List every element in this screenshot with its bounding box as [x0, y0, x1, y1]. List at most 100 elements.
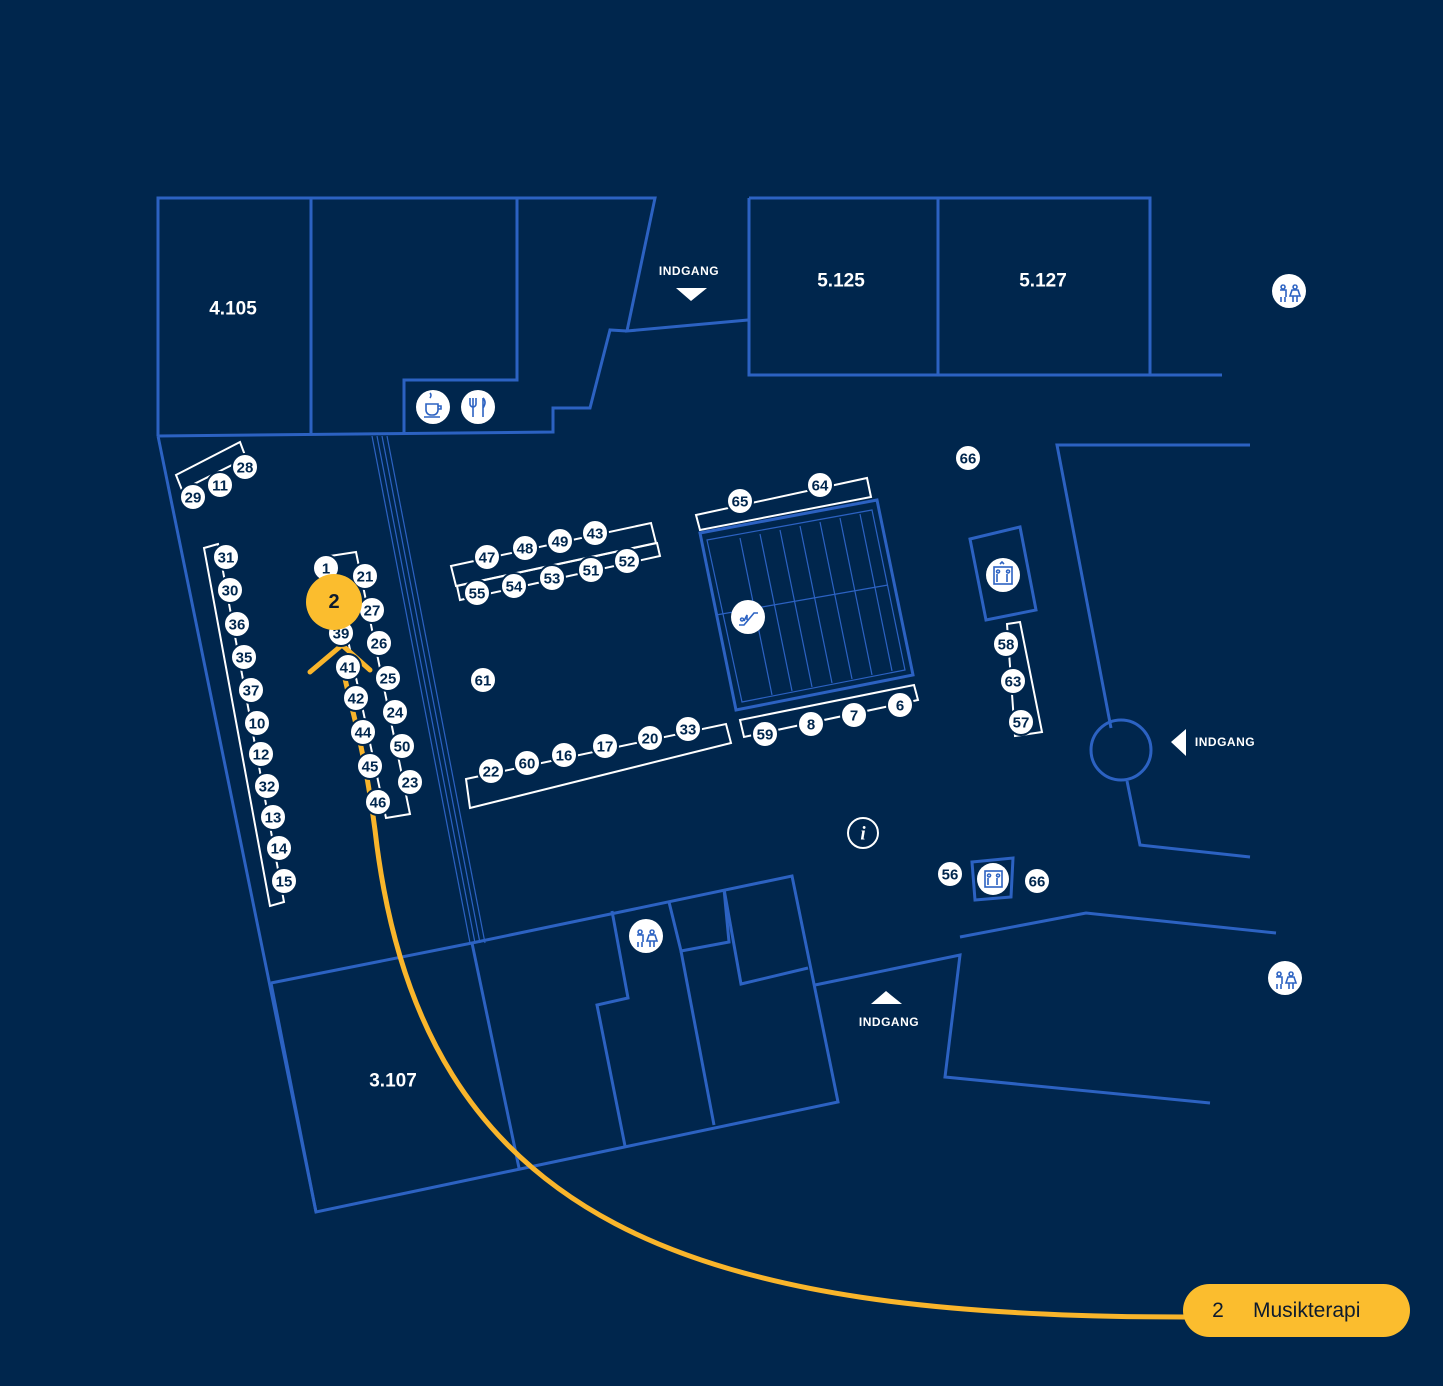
- booth-marker[interactable]: 16: [550, 741, 578, 769]
- stairs: [698, 498, 915, 712]
- booth-marker[interactable]: 12: [247, 740, 275, 768]
- booth-number: 27: [364, 603, 381, 620]
- room-label-5127: 5.127: [1019, 271, 1067, 292]
- booth-marker[interactable]: 36: [223, 610, 251, 638]
- booth-marker[interactable]: 51: [577, 556, 605, 584]
- booth-marker[interactable]: 13: [259, 803, 287, 831]
- elevator-area: [968, 525, 1038, 622]
- entrance-right: INDGANG: [1171, 729, 1255, 756]
- coffee-icon: [416, 390, 450, 424]
- booth-marker[interactable]: 56: [936, 860, 964, 888]
- booth-marker[interactable]: 25: [374, 664, 402, 692]
- room-label-5125: 5.125: [817, 271, 865, 292]
- arrow-up-icon: [871, 991, 902, 1004]
- toilet-icon: [1268, 961, 1302, 995]
- booth-number: 33: [680, 722, 697, 739]
- booth-marker[interactable]: 22: [477, 757, 505, 785]
- booth-marker[interactable]: 33: [674, 715, 702, 743]
- booth-marker[interactable]: 27: [358, 596, 386, 624]
- booth-marker[interactable]: 61: [469, 666, 497, 694]
- booth-marker[interactable]: 66: [954, 444, 982, 472]
- booth-number: 59: [757, 727, 774, 744]
- booth-number: 48: [517, 541, 534, 558]
- booth-marker[interactable]: 55: [463, 579, 491, 607]
- booth-marker[interactable]: 29: [179, 483, 207, 511]
- booth-marker[interactable]: 10: [243, 709, 271, 737]
- booth-marker[interactable]: 63: [999, 667, 1027, 695]
- booth-marker[interactable]: 45: [356, 752, 384, 780]
- booth-marker[interactable]: 66: [1023, 867, 1051, 895]
- route-path: [339, 659, 1188, 1320]
- booth-marker[interactable]: 31: [212, 543, 240, 571]
- svg-text:i: i: [860, 824, 866, 845]
- booth-number: 12: [253, 747, 270, 764]
- booth-number: 41: [340, 660, 357, 677]
- booth-marker[interactable]: 59: [751, 720, 779, 748]
- booth-marker[interactable]: 35: [230, 643, 258, 671]
- booth-marker[interactable]: 57: [1007, 708, 1035, 736]
- booth-marker[interactable]: 24: [381, 698, 409, 726]
- booth-number: 11: [212, 478, 228, 495]
- booth-marker[interactable]: 65: [726, 487, 754, 515]
- booth-marker[interactable]: 54: [500, 572, 528, 600]
- booth-marker[interactable]: 30: [216, 576, 244, 604]
- booth-marker[interactable]: 60: [513, 749, 541, 777]
- corridor-lines: [371, 435, 486, 944]
- booth-marker[interactable]: 32: [253, 772, 281, 800]
- booth-number: 51: [583, 563, 600, 580]
- highlight-marker[interactable]: 2: [306, 574, 362, 630]
- booth-number: 23: [402, 775, 419, 792]
- booth-marker[interactable]: 8: [797, 710, 825, 738]
- highlight-legend[interactable]: 2 Musikterapi: [1183, 1284, 1410, 1337]
- info-icon: i: [847, 817, 879, 849]
- legend-label: Musikterapi: [1253, 1298, 1361, 1322]
- booth-number: 32: [259, 779, 276, 796]
- booth-marker[interactable]: 17: [591, 732, 619, 760]
- booth-marker[interactable]: 7: [840, 701, 868, 729]
- booth-marker[interactable]: 26: [365, 629, 393, 657]
- booth-marker[interactable]: 23: [396, 768, 424, 796]
- booth-marker[interactable]: 49: [546, 527, 574, 555]
- booth-marker[interactable]: 53: [538, 564, 566, 592]
- booth-number: 60: [519, 756, 536, 773]
- booth-number: 24: [387, 705, 404, 722]
- booth-number: 15: [276, 874, 293, 891]
- booth-number: 7: [850, 708, 858, 725]
- booth-marker[interactable]: 41: [334, 653, 362, 681]
- booth-number: 1: [322, 561, 330, 578]
- booth-marker[interactable]: 64: [806, 471, 834, 499]
- booth-marker[interactable]: 20: [636, 724, 664, 752]
- booth-number: 63: [1005, 674, 1022, 691]
- booth-number: 56: [942, 867, 959, 884]
- arrow-down-icon: [676, 288, 707, 301]
- booth-marker[interactable]: 47: [473, 543, 501, 571]
- booth-marker[interactable]: 15: [270, 867, 298, 895]
- arrow-left-icon: [1171, 729, 1186, 756]
- booth-marker[interactable]: 11: [206, 471, 234, 499]
- booth-marker[interactable]: 48: [511, 534, 539, 562]
- booth-number: 17: [597, 739, 614, 756]
- booth-marker[interactable]: 46: [364, 788, 392, 816]
- booth-marker[interactable]: 21: [351, 562, 379, 590]
- booth-marker[interactable]: 37: [237, 676, 265, 704]
- toilet-icon: [1272, 274, 1306, 308]
- booth-marker[interactable]: 43: [581, 519, 609, 547]
- booth-number: 6: [896, 698, 904, 715]
- booth-number: 44: [355, 725, 372, 742]
- booth-marker[interactable]: 14: [265, 834, 293, 862]
- booth-number: 54: [506, 579, 523, 596]
- booth-marker[interactable]: 52: [613, 547, 641, 575]
- booth-marker[interactable]: 42: [342, 684, 370, 712]
- booth-marker[interactable]: 44: [349, 718, 377, 746]
- booth-number: 37: [243, 683, 260, 700]
- booth-number: 21: [357, 569, 374, 586]
- booth-marker[interactable]: 28: [231, 453, 259, 481]
- booth-marker[interactable]: 50: [388, 732, 416, 760]
- booth-marker[interactable]: 58: [992, 630, 1020, 658]
- booth-number: 14: [271, 841, 288, 858]
- booth-marker[interactable]: 6: [886, 691, 914, 719]
- booth-number: 55: [469, 586, 486, 603]
- booth-number: 10: [249, 716, 266, 733]
